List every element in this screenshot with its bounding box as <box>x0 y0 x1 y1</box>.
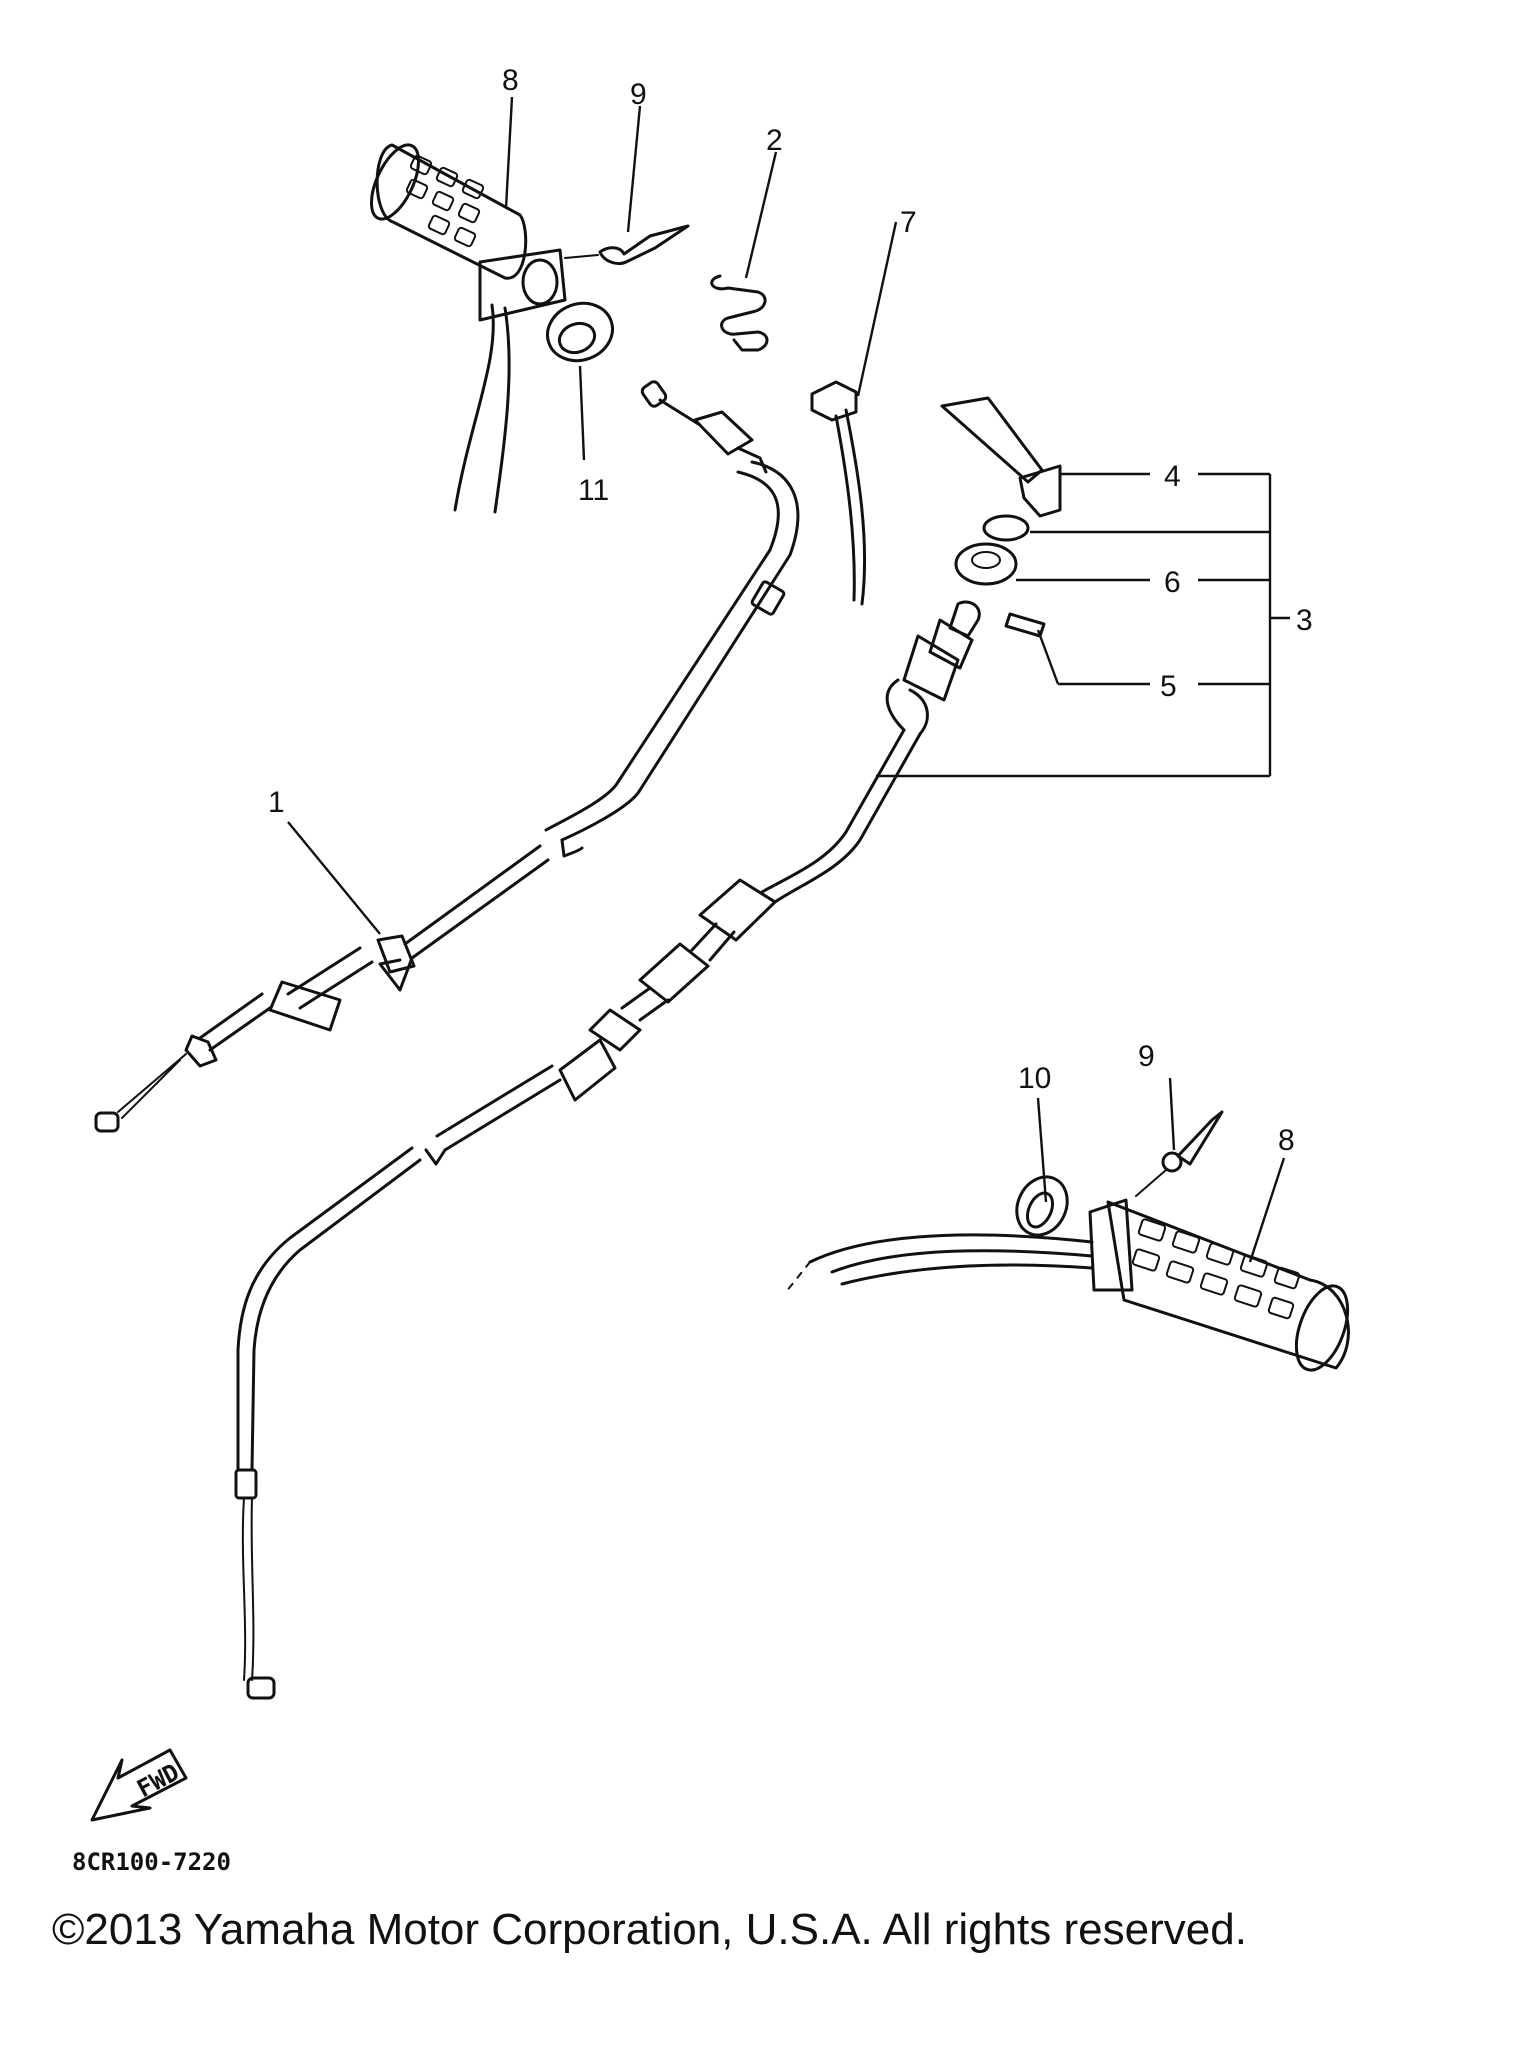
part-7-tie <box>810 380 867 606</box>
part-9-screw-left <box>564 224 690 266</box>
callout-5: 5 <box>1160 670 1177 703</box>
right-handlebar-grip <box>785 1198 1350 1372</box>
part-9-screw-right <box>1135 1110 1224 1197</box>
callout-9-right: 9 <box>1138 1040 1155 1073</box>
callout-1: 1 <box>268 786 285 819</box>
callout-3: 3 <box>1296 604 1313 637</box>
part-3-cable-assembly <box>234 600 981 1700</box>
callout-8-left: 8 <box>502 64 519 97</box>
callout-7: 7 <box>900 206 917 239</box>
left-handlebar-grip <box>370 143 567 514</box>
callout-10: 10 <box>1018 1062 1051 1095</box>
fwd-arrow-icon: FWD <box>90 1748 188 1822</box>
callout-11: 11 <box>578 474 609 507</box>
part-1-throttle-cable <box>94 380 800 1133</box>
part-4-lever <box>940 396 1062 518</box>
part-11-collar <box>546 301 614 363</box>
part-10-collar <box>1015 1175 1069 1237</box>
leader-lines <box>287 96 1286 1263</box>
callout-4: 4 <box>1164 460 1181 493</box>
callout-2: 2 <box>766 124 783 157</box>
callout-9-left: 9 <box>630 78 647 111</box>
part-2-clip <box>710 274 769 352</box>
callout-labels: 8 9 2 7 11 4 6 3 5 1 10 9 8 <box>268 64 1313 1157</box>
part-6-nut <box>954 514 1030 586</box>
callout-6: 6 <box>1164 566 1181 599</box>
callout-8-right: 8 <box>1278 1124 1295 1157</box>
diagram-code: 8CR100-7220 <box>72 1848 231 1876</box>
copyright-notice: ©2013 Yamaha Motor Corporation, U.S.A. A… <box>52 1905 1247 1954</box>
leader-lines-right <box>876 472 1290 778</box>
